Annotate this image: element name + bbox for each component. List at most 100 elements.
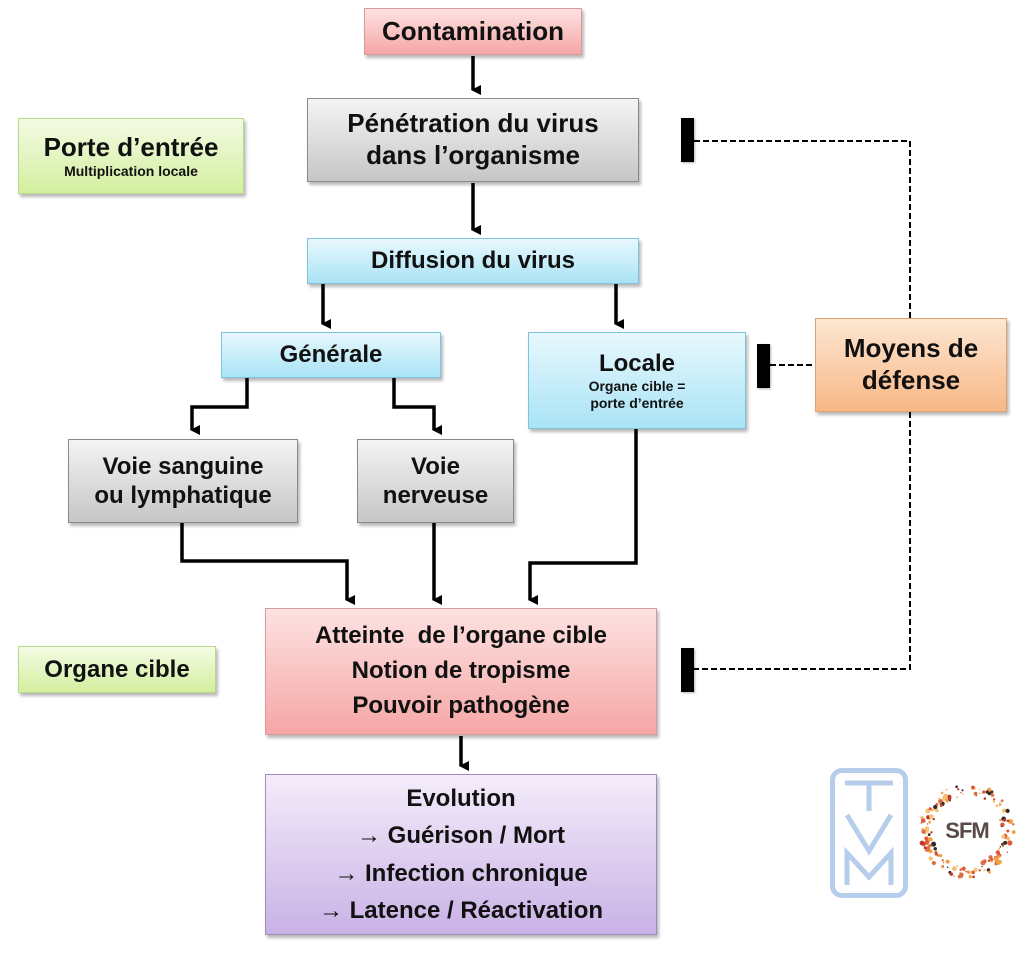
sfm-ring-dot: [960, 791, 962, 794]
sfm-ring-dot: [946, 866, 949, 869]
sfm-ring-dot: [941, 791, 944, 794]
sfm-ring-dot: [951, 866, 957, 871]
sfm-ring-dot: [942, 865, 944, 867]
node-voie-sanguine: Voie sanguine ou lymphatique: [68, 439, 298, 523]
node-voie-nerveuse-line-1: Voie: [411, 452, 460, 480]
porte-entree-subtitle: Multiplication locale: [64, 163, 198, 180]
sfm-ring-dot: [1000, 799, 1004, 803]
tvm-logo-glyph: [844, 780, 894, 885]
sfm-ring-dot: [962, 793, 964, 796]
node-diffusion-label: Diffusion du virus: [371, 247, 575, 275]
sfm-ring-dot: [959, 872, 964, 878]
node-evolution: Evolution → Guérison / Mort → Infection …: [265, 774, 657, 935]
sfm-ring-dot: [992, 800, 996, 803]
sfm-ring-dot: [945, 799, 949, 803]
node-locale-sub-1: Organe cible =: [588, 378, 686, 395]
sfm-ring-dot: [931, 860, 936, 866]
sfm-ring-dot: [978, 788, 981, 791]
inhibition-bar-locale: [757, 344, 770, 388]
sfm-ring-dot: [993, 856, 999, 862]
sfm-ring-dot: [956, 796, 958, 799]
sfm-ring-dot: [1006, 829, 1010, 833]
side-label-porte-entree: Porte d’entrée Multiplication locale: [18, 118, 244, 194]
sfm-ring-dot: [1006, 851, 1009, 854]
sfm-ring-dot: [947, 796, 952, 801]
sfm-ring-dot: [975, 794, 978, 797]
sfm-ring-dot: [933, 846, 937, 851]
node-evolution-line-1: Evolution: [406, 785, 516, 813]
sfm-ring-dot: [928, 807, 932, 811]
node-evolution-line-4: → Latence / Réactivation: [318, 896, 604, 924]
sfm-ring-dot: [1002, 845, 1005, 848]
sfm-ring-dot: [1006, 836, 1011, 841]
sfm-ring-dot: [923, 846, 927, 850]
node-moyens-defense: Moyens de défense: [815, 318, 1007, 412]
sfm-ring-dot: [920, 818, 926, 823]
sfm-ring-dot: [983, 869, 986, 872]
sfm-ring-dot: [998, 848, 1000, 850]
node-voie-sanguine-line-2: ou lymphatique: [94, 482, 272, 509]
sfm-ring-dot: [987, 859, 991, 862]
sfm-ring-dot: [961, 789, 964, 792]
node-evolution-line-3: → Infection chronique: [334, 859, 588, 887]
arrow-locale-atteinte: [528, 429, 638, 605]
arrow-generale-voie-sanguine: [190, 378, 249, 435]
sfm-ring-dot: [936, 854, 940, 857]
sfm-ring-dot: [990, 793, 995, 797]
sfm-ring-dot: [965, 870, 967, 873]
sfm-ring-dot: [928, 849, 933, 854]
sfm-ring-dot: [949, 872, 954, 876]
inhibition-bar-penetration: [681, 118, 694, 162]
sfm-ring-dot: [968, 874, 972, 879]
sfm-ring-dot: [1001, 834, 1006, 839]
sfm-logo: SFM: [918, 782, 1016, 880]
sfm-ring-dot: [943, 793, 948, 799]
sfm-ring-dot: [999, 818, 1002, 822]
sfm-ring-dot: [1008, 819, 1014, 825]
sfm-ring-dot: [1007, 840, 1013, 846]
node-atteinte-line-2: Notion de tropisme: [351, 657, 571, 685]
sfm-ring-dot: [992, 797, 996, 801]
node-locale-label: Locale: [598, 349, 676, 377]
node-locale-sub-2: porte d’entrée: [590, 395, 684, 412]
sfm-ring-dot: [967, 870, 971, 874]
sfm-ring-dot: [928, 843, 932, 848]
sfm-ring-dot: [935, 853, 937, 855]
sfm-ring-dot: [979, 792, 981, 794]
sfm-ring-dot: [999, 804, 1001, 806]
sfm-ring-dot: [998, 802, 1002, 806]
sfm-ring-dot: [949, 861, 951, 863]
sfm-ring-dot: [1003, 840, 1008, 845]
sfm-ring-dot: [921, 829, 926, 834]
node-locale: Locale Organe cible = porte d’entrée: [528, 332, 746, 429]
node-diffusion: Diffusion du virus: [307, 238, 639, 284]
sfm-ring-dot: [938, 800, 942, 804]
node-moyens-defense-line-2: défense: [861, 365, 961, 395]
sfm-ring-dot: [990, 857, 994, 861]
sfm-ring-dot: [1005, 808, 1010, 813]
sfm-ring-dot: [978, 869, 981, 872]
node-penetration-line-2: dans l’organisme: [366, 140, 580, 170]
sfm-ring-dot: [939, 854, 943, 858]
sfm-ring-dot: [945, 859, 950, 864]
sfm-ring-dot: [957, 788, 960, 791]
sfm-ring-dot: [953, 875, 955, 877]
inhibition-bar-atteinte: [681, 648, 694, 692]
sfm-ring-dot: [1000, 825, 1003, 828]
sfm-ring-dot: [983, 797, 987, 800]
node-atteinte-line-3: Pouvoir pathogène: [352, 691, 570, 719]
sfm-ring-dot: [995, 804, 998, 807]
node-atteinte-line-1: Atteinte de l’organe cible: [314, 622, 608, 650]
arrow-generale-voie-nerveuse: [392, 378, 442, 435]
sfm-ring-dot: [985, 790, 989, 794]
sfm-ring-dot: [999, 846, 1002, 848]
sfm-ring-dot: [973, 867, 978, 872]
node-voie-nerveuse: Voie nerveuse: [357, 439, 514, 523]
sfm-ring-dot: [987, 870, 991, 874]
sfm-ring-dot: [956, 865, 959, 867]
sfm-ring-dot: [928, 820, 931, 824]
sfm-ring-dot: [955, 785, 958, 789]
node-contamination-label: Contamination: [382, 15, 564, 46]
sfm-ring-dot: [928, 856, 933, 861]
arrow-voie-sanguine-atteinte: [180, 523, 355, 605]
